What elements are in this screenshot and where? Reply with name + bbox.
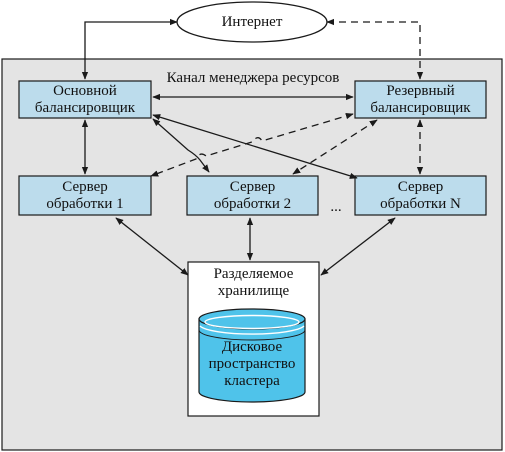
primary-balancer-box (18, 80, 152, 119)
disk-cylinder (198, 308, 306, 403)
server1-storage-link (115, 217, 189, 276)
internet-primary-link (81, 18, 178, 80)
server-n-box (354, 175, 487, 216)
server-1-box (18, 175, 152, 216)
internet-backup-link (326, 18, 424, 80)
internet-node (176, 1, 328, 43)
server-2-box (186, 175, 319, 216)
backup-server2-link (292, 119, 378, 175)
backup-balancer-box (354, 80, 487, 119)
servern-storage-link (320, 217, 396, 276)
backup-server1-link (150, 112, 354, 177)
